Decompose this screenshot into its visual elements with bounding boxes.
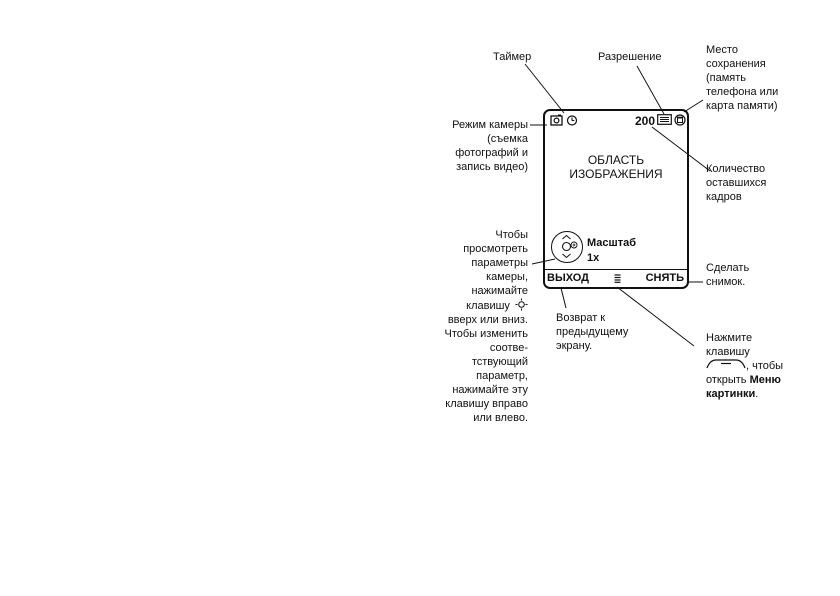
image-area-label: ОБЛАСТЬ ИЗОБРАЖЕНИЯ	[569, 153, 663, 181]
resolution-icon	[657, 114, 672, 125]
resolution-callout: Разрешение	[598, 51, 662, 63]
phone-screen: 200 ОБЛАСТЬ ИЗОБРАЖЕНИЯ Масштаб 1x ВЫХОД	[543, 109, 689, 289]
zoom-value: 1x	[587, 252, 600, 264]
menu-callout: Нажмите клавишу , чтобы открыть Меню кар…	[706, 332, 784, 400]
exit-soft-key[interactable]: ВЫХОД	[547, 272, 590, 284]
camera-mode-callout: Режим камеры (съемка фотографий и запись…	[452, 119, 528, 173]
timer-callout: Таймер	[493, 51, 532, 63]
shots-remaining-callout: Количество оставшихся кадров	[706, 163, 767, 203]
zoom-label: Масштаб	[587, 237, 637, 249]
menu-key-icon	[706, 359, 746, 369]
navigate-callout: Чтобы просмотреть параметры камеры, нажи…	[444, 229, 528, 424]
menu-icon[interactable]	[614, 274, 621, 283]
storage-callout: Место сохранения (память телефона или ка…	[706, 44, 779, 112]
shots-remaining-count: 200	[635, 114, 656, 128]
navigation-key-icon[interactable]	[551, 231, 583, 263]
nav-key-icon	[515, 298, 528, 311]
soft-key-bar: ВЫХОД СНЯТЬ	[545, 269, 687, 287]
back-callout: Возврат к предыдущему экрану.	[556, 312, 629, 352]
camera-mode-icon	[550, 114, 563, 126]
timer-icon	[566, 115, 578, 126]
capture-soft-key[interactable]: СНЯТЬ	[645, 272, 684, 284]
take-photo-callout: Сделать снимок.	[706, 262, 750, 288]
storage-location-icon	[674, 114, 686, 126]
